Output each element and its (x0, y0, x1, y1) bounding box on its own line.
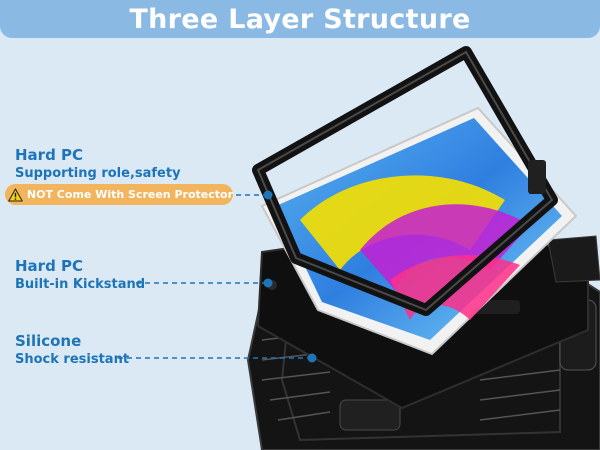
frame-layer (252, 46, 558, 316)
layer-label-frame: Hard PC Supporting role,safety (15, 146, 181, 183)
banner-title: Three Layer Structure (129, 3, 471, 35)
layer-label-kickstand: Hard PC Built-in Kickstand (15, 257, 145, 294)
warning-text: NOT Come With Screen Protector (26, 188, 233, 201)
layer-subtitle: Shock resistant (15, 352, 130, 367)
layer-title: Hard PC (15, 146, 84, 164)
layer-label-silicone: Silicone Shock resistant (15, 332, 129, 369)
leader-dot-kickstand (263, 278, 273, 288)
warning-icon (8, 188, 23, 201)
title-banner: Three Layer Structure (0, 0, 600, 38)
layer-subtitle: Built-in Kickstand (15, 277, 146, 292)
leader-dot-silicone (307, 353, 317, 363)
layer-subtitle: Supporting role,safety (15, 166, 181, 181)
leader-lines (118, 194, 310, 359)
leader-dot-frame (263, 190, 273, 200)
layer-title: Silicone (15, 332, 82, 350)
warning-badge: NOT Come With Screen Protector (5, 184, 233, 205)
layer-title: Hard PC (15, 257, 84, 275)
